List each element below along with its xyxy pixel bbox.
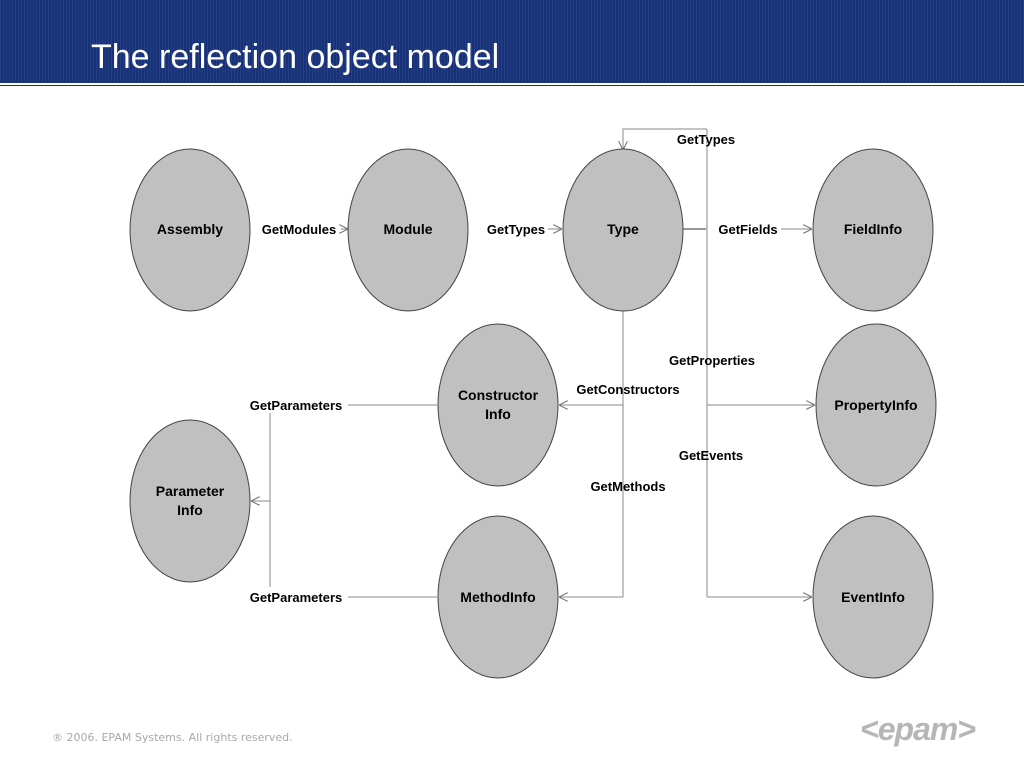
edge-label-getmethods: GetMethods bbox=[590, 479, 665, 494]
node-fieldinfo bbox=[812, 148, 934, 312]
edge-label-gettypes-top: GetTypes bbox=[677, 132, 735, 147]
edge-label-getmodules: GetModules bbox=[262, 222, 336, 237]
node-label-assembly: Assembly bbox=[157, 221, 223, 237]
node-label-module: Module bbox=[384, 221, 433, 237]
node-eventinfo bbox=[812, 515, 934, 679]
node-label-parameterinfo-line2: Info bbox=[177, 502, 203, 518]
edge-gettypes-loop bbox=[623, 128, 707, 150]
node-methodinfo bbox=[437, 515, 559, 679]
node-label-parameterinfo-line1: Parameter bbox=[156, 483, 225, 499]
node-parameterinfo bbox=[129, 419, 251, 583]
edge-label-getproperties: GetProperties bbox=[669, 353, 755, 368]
edge-label-gettypes: GetTypes bbox=[487, 222, 545, 237]
edge-label-getevents: GetEvents bbox=[679, 448, 743, 463]
header-divider bbox=[0, 83, 1024, 85]
slide-title: The reflection object model bbox=[91, 38, 500, 76]
node-label-fieldinfo: FieldInfo bbox=[844, 221, 902, 237]
node-constructorinfo bbox=[437, 323, 559, 487]
slide-header bbox=[0, 0, 1024, 84]
edge-label-getfields: GetFields bbox=[718, 222, 777, 237]
node-propertyinfo bbox=[815, 323, 937, 487]
node-label-type: Type bbox=[607, 221, 639, 237]
epam-logo: <epam> bbox=[860, 711, 976, 747]
edge-label-getparameters-ctor: GetParameters bbox=[250, 398, 343, 413]
edge-label-getparameters-method: GetParameters bbox=[250, 590, 343, 605]
copyright-footer: ® 2006. EPAM Systems. All rights reserve… bbox=[52, 731, 293, 744]
node-label-propertyinfo: PropertyInfo bbox=[834, 397, 917, 413]
node-module bbox=[347, 148, 469, 312]
node-type bbox=[562, 148, 684, 312]
node-label-constructorinfo-line1: Constructor bbox=[458, 387, 539, 403]
node-label-eventinfo: EventInfo bbox=[841, 589, 905, 605]
node-assembly bbox=[129, 148, 251, 312]
node-label-methodinfo: MethodInfo bbox=[460, 589, 535, 605]
node-label-constructorinfo-line2: Info bbox=[485, 406, 511, 422]
header-divider-shadow bbox=[0, 85, 1024, 86]
edge-label-getconstructors: GetConstructors bbox=[576, 382, 679, 397]
